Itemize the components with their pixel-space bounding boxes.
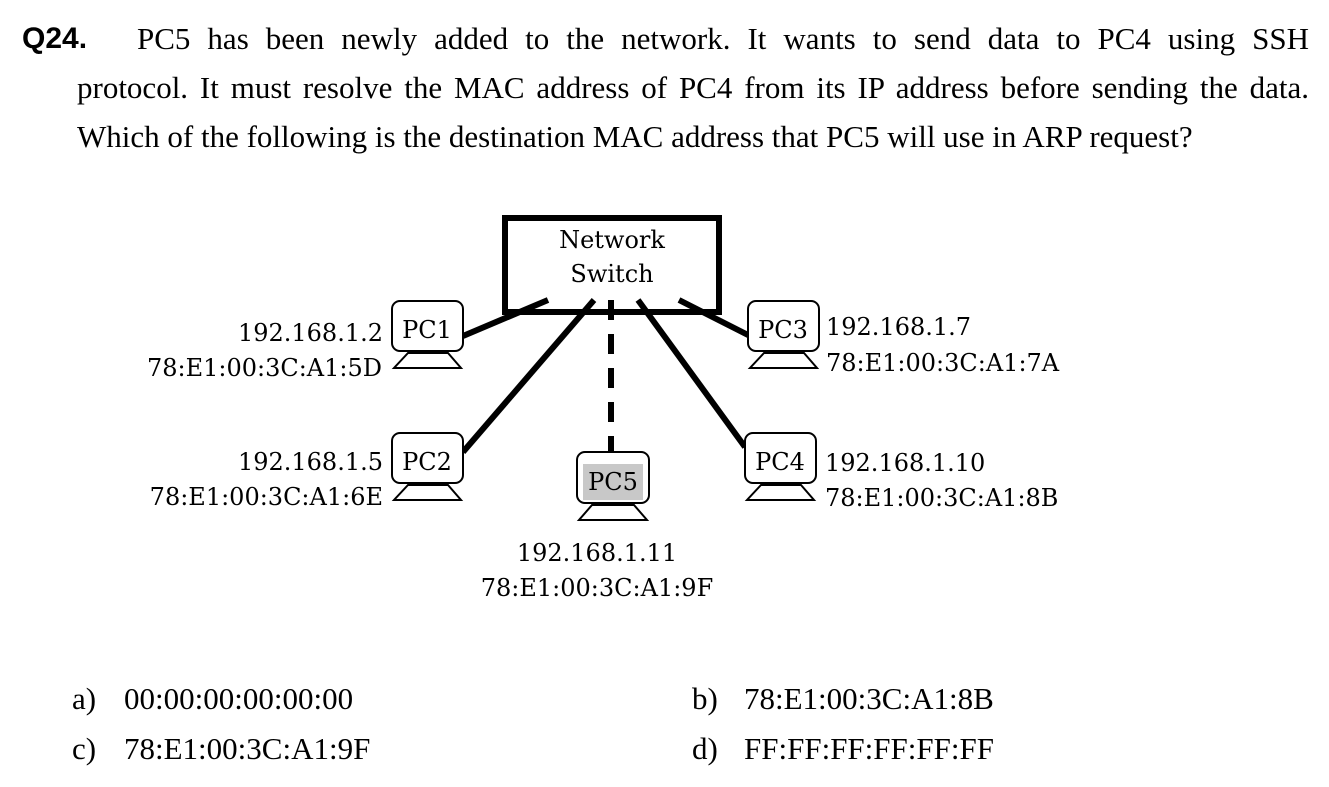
- link-pc4: [635, 298, 748, 449]
- option-d-label: d): [692, 731, 718, 766]
- computer-icon: [391, 300, 464, 369]
- pc5-label: PC5: [588, 468, 638, 496]
- pc4-label: PC4: [755, 448, 805, 476]
- option-c-label: c): [72, 731, 97, 766]
- computer-icon: [744, 432, 817, 501]
- option-a-value: 00:00:00:00:00:00: [124, 681, 354, 716]
- pc4-ip: 192.168.1.10: [825, 449, 985, 477]
- option-b-label: b): [692, 681, 718, 716]
- pc5-ip: 192.168.1.11: [517, 539, 677, 567]
- link-pc3: [677, 297, 752, 339]
- pc1: PC1 192.168.1.2 78:E1:00:3C:A1:5D: [147, 300, 464, 382]
- pc1-ip: 192.168.1.2: [238, 319, 383, 347]
- pc3: PC3 192.168.1.7 78:E1:00:3C:A1:7A: [747, 300, 1060, 377]
- option-d-value: FF:FF:FF:FF:FF:FF: [744, 731, 994, 766]
- option-b-value: 78:E1:00:3C:A1:8B: [744, 681, 994, 716]
- option-d[interactable]: d) FF:FF:FF:FF:FF:FF: [692, 731, 994, 767]
- option-c[interactable]: c) 78:E1:00:3C:A1:9F: [72, 731, 370, 767]
- pc4-mac: 78:E1:00:3C:A1:8B: [825, 484, 1058, 512]
- question-text-line-2: protocol. It must resolve the MAC addres…: [77, 70, 1309, 105]
- link-pc2: [460, 298, 597, 454]
- option-b[interactable]: b) 78:E1:00:3C:A1:8B: [692, 681, 994, 717]
- computer-icon: [576, 451, 650, 521]
- switch-label-line-2: Switch: [570, 260, 653, 288]
- option-c-value: 78:E1:00:3C:A1:9F: [124, 731, 371, 766]
- pc2-label: PC2: [402, 448, 452, 476]
- pc3-label: PC3: [758, 316, 808, 344]
- pc3-mac: 78:E1:00:3C:A1:7A: [826, 349, 1060, 377]
- network-switch: Network Switch: [502, 215, 722, 315]
- question-text-line-1: PC5 has been newly added to the network.…: [137, 21, 1309, 56]
- pc1-label: PC1: [402, 316, 452, 344]
- computer-icon: [391, 432, 464, 501]
- question-number: Q24.: [22, 22, 88, 55]
- pc5: PC5 192.168.1.11 78:E1:00:3C:A1:9F: [481, 451, 713, 602]
- pc2: PC2 192.168.1.5 78:E1:00:3C:A1:6E: [150, 432, 464, 511]
- pc4: PC4 192.168.1.10 78:E1:00:3C:A1:8B: [744, 432, 1058, 512]
- pc2-mac: 78:E1:00:3C:A1:6E: [150, 483, 383, 511]
- option-a-label: a): [72, 681, 97, 716]
- link-pc1: [461, 297, 550, 339]
- pc2-ip: 192.168.1.5: [238, 448, 383, 476]
- computer-icon: [747, 300, 820, 369]
- question-text-line-3: Which of the following is the destinatio…: [77, 119, 1193, 154]
- pc5-mac: 78:E1:00:3C:A1:9F: [481, 574, 713, 602]
- pc1-mac: 78:E1:00:3C:A1:5D: [147, 354, 382, 382]
- pc3-ip: 192.168.1.7: [826, 313, 971, 341]
- option-a[interactable]: a) 00:00:00:00:00:00: [72, 681, 353, 717]
- switch-label-line-1: Network: [559, 226, 665, 254]
